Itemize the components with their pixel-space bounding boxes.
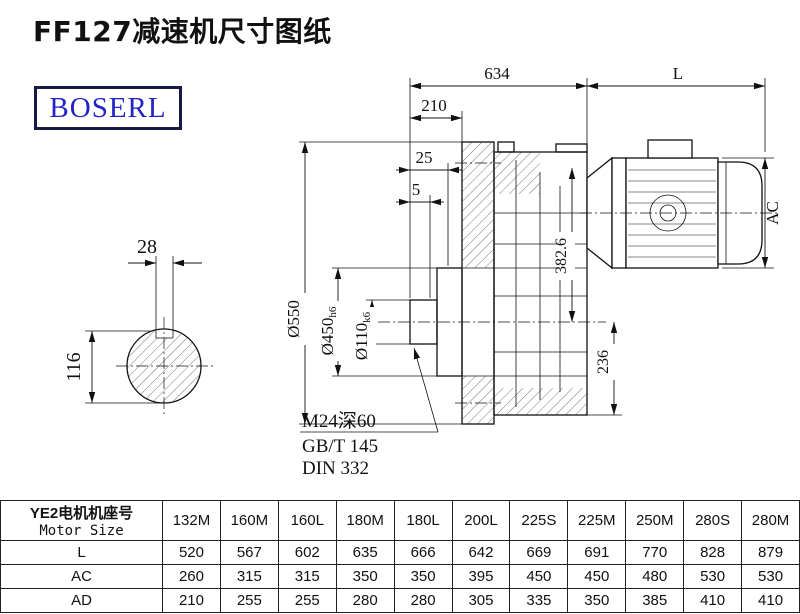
dim-382-label: 382.6 [553, 238, 570, 274]
gear-housing [493, 151, 588, 416]
column-header: 225S [509, 500, 569, 541]
terminal-box [647, 139, 693, 159]
reducer-side-view [409, 141, 588, 425]
table-row-L: L 520 567 602 635 666 642 669 691 770 82… [0, 540, 800, 565]
technical-drawing: 28 116 [63, 64, 782, 479]
cell: 280 [393, 588, 453, 613]
cell: 315 [277, 564, 337, 589]
cell: 635 [335, 540, 395, 565]
shaft-end-notes: M24深60 GB/T 145 DIN 332 [300, 347, 439, 479]
cell: 260 [162, 564, 221, 589]
motor-size-header-en: Motor Size [39, 523, 124, 539]
dim-116-label: 116 [63, 352, 85, 381]
keyway-cutout [155, 250, 174, 338]
table-row-AC: AC 260 315 315 350 350 395 450 450 480 5… [0, 564, 800, 589]
cell: 410 [741, 588, 800, 613]
dim-450-main: Ø450 [318, 318, 337, 356]
row-label: AC [0, 564, 163, 589]
cell: 520 [162, 540, 221, 565]
table-header-row: YE2电机机座号 Motor Size 132M 160M 160L 180M … [0, 500, 800, 541]
dim-634-label: 634 [484, 64, 510, 83]
dim-5-label: 5 [412, 180, 421, 199]
page-title: FF127减速机尺寸图纸 [33, 15, 332, 48]
table-row-AD: AD 210 255 255 280 280 305 335 350 385 4… [0, 588, 800, 613]
dim-25-label: 25 [416, 148, 433, 167]
cell: 255 [219, 588, 279, 613]
dim-550-label: Ø550 [284, 300, 303, 338]
cell: 210 [162, 588, 221, 613]
motor-size-header: YE2电机机座号 Motor Size [0, 500, 163, 541]
dim-210-label: 210 [421, 96, 447, 115]
shaft-end-view: 28 116 [63, 236, 213, 414]
note-tap-hole: M24深60 [302, 410, 376, 432]
cell: 666 [393, 540, 453, 565]
dimensions: 634 L 210 25 5 AC Ø550 Ø450h6 [284, 64, 782, 425]
motor [586, 139, 763, 270]
cell: 280 [335, 588, 395, 613]
cell: 335 [509, 588, 569, 613]
dim-AC-label: AC [763, 201, 782, 225]
cell: 410 [683, 588, 743, 613]
dim-236-label: 236 [595, 350, 612, 374]
column-header: 160L [277, 500, 337, 541]
cell: 770 [625, 540, 685, 565]
cell: 255 [277, 588, 337, 613]
cell: 450 [567, 564, 627, 589]
dim-110-tolerance: k6 [361, 311, 373, 323]
housing-lug [497, 141, 515, 153]
motor-size-table: YE2电机机座号 Motor Size 132M 160M 160L 180M … [0, 500, 800, 613]
cell: 350 [335, 564, 395, 589]
dim-L-label: L [673, 64, 683, 83]
dim-450-tolerance: h6 [327, 306, 339, 318]
cell: 315 [219, 564, 279, 589]
cell: 450 [509, 564, 569, 589]
column-header: 132M [162, 500, 221, 541]
cell: 305 [451, 588, 511, 613]
note-gbt-standard: GB/T 145 [302, 436, 378, 457]
cell: 879 [741, 540, 800, 565]
cell: 350 [393, 564, 453, 589]
column-header: 280S [683, 500, 743, 541]
cell: 828 [683, 540, 743, 565]
brand-logo: BOSERL [34, 86, 182, 130]
cell: 530 [683, 564, 743, 589]
dim-28-label: 28 [137, 236, 157, 258]
housing-step [555, 143, 588, 153]
row-label: AD [0, 588, 163, 613]
cell: 602 [277, 540, 337, 565]
cell: 567 [219, 540, 279, 565]
dim-110-main: Ø110 [352, 323, 371, 360]
motor-fins [628, 169, 716, 258]
dim-110-label: Ø110k6 [352, 311, 373, 360]
note-din-standard: DIN 332 [302, 458, 369, 479]
brand-logo-text: BOSERL [49, 91, 167, 124]
motor-size-header-cn: YE2电机机座号 [29, 505, 134, 522]
cell: 395 [451, 564, 511, 589]
cell: 530 [741, 564, 800, 589]
cell: 691 [567, 540, 627, 565]
cell: 480 [625, 564, 685, 589]
column-header: 280M [741, 500, 800, 541]
column-header: 200L [451, 500, 511, 541]
column-header: 180M [335, 500, 395, 541]
dim-450-label: Ø450h6 [318, 306, 339, 355]
column-header: 180L [393, 500, 453, 541]
column-header: 225M [567, 500, 627, 541]
cell: 642 [451, 540, 511, 565]
row-label: L [0, 540, 163, 565]
cell: 350 [567, 588, 627, 613]
column-header: 250M [625, 500, 685, 541]
column-header: 160M [219, 500, 279, 541]
cell: 669 [509, 540, 569, 565]
cell: 385 [625, 588, 685, 613]
